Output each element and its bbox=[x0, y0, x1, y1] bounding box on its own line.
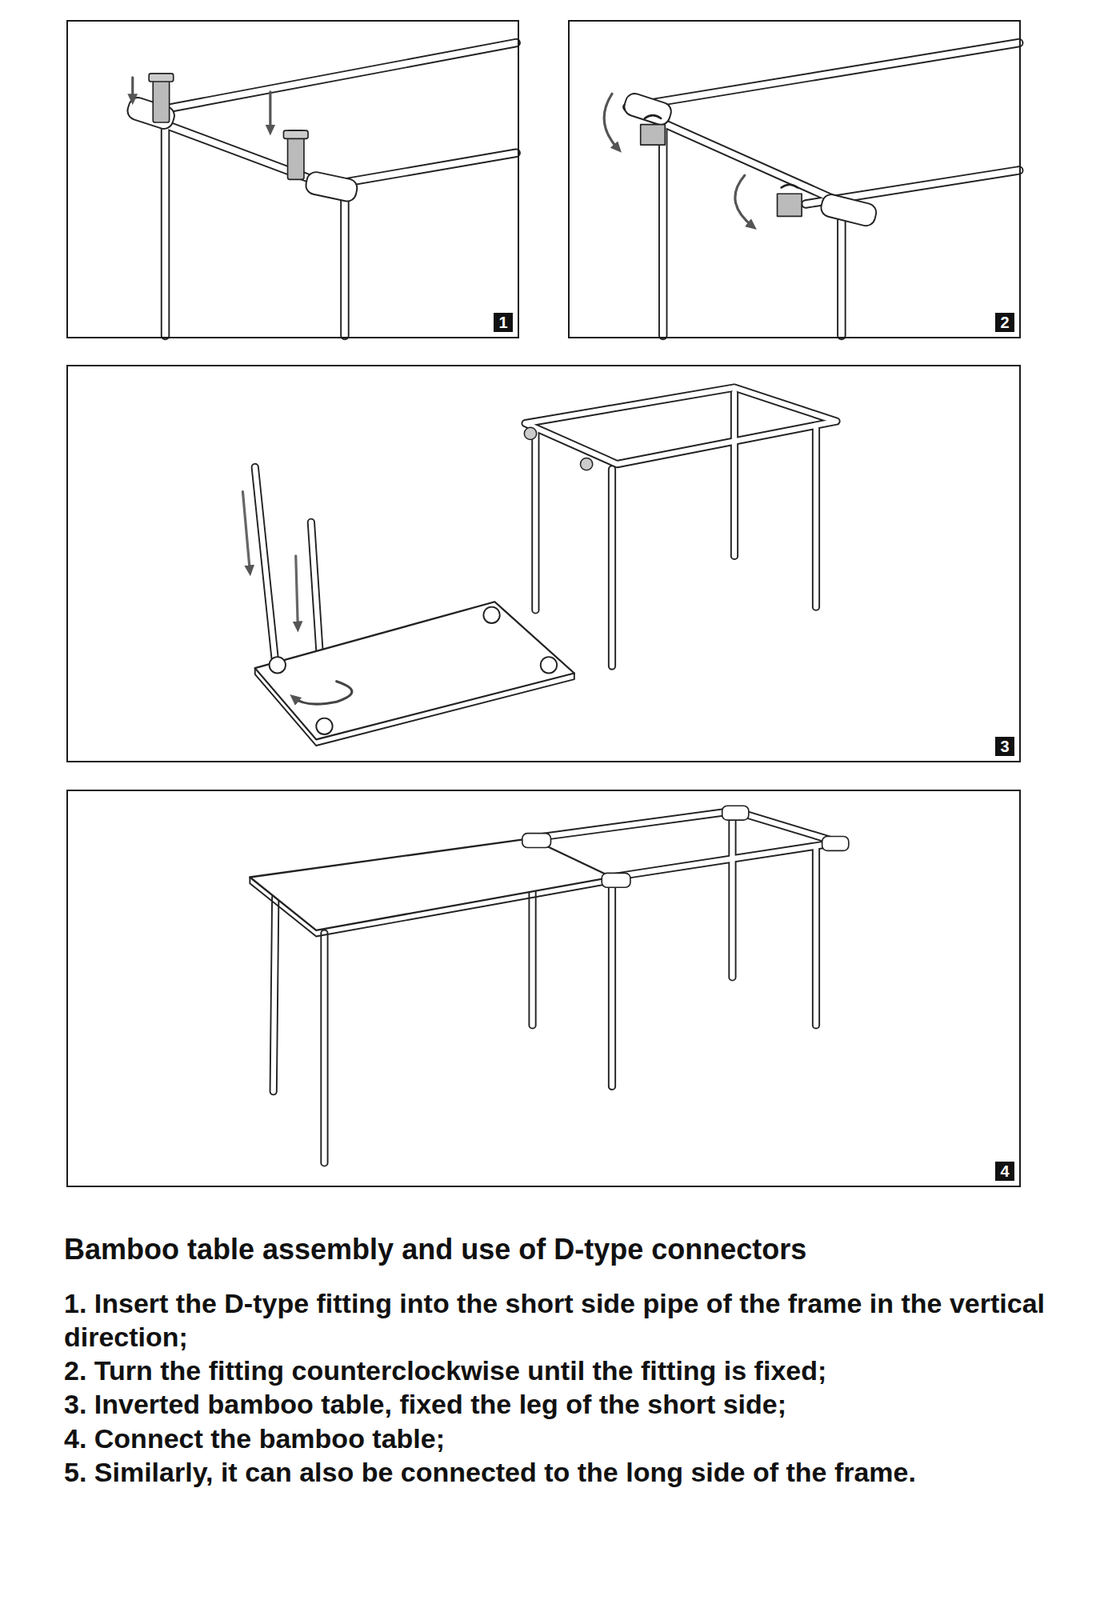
instruction-step: 5. Similarly, it can also be connected t… bbox=[64, 1455, 1104, 1489]
step-panel: 1 bbox=[66, 20, 520, 339]
callout-number: 1 bbox=[493, 312, 513, 332]
instruction-step: 3. Inverted bamboo table, fixed the leg … bbox=[64, 1387, 1104, 1421]
callout-number: 3 bbox=[995, 736, 1015, 756]
instruction-list: 1. Insert the D-type fitting into the sh… bbox=[64, 1286, 1104, 1489]
callout-number: 4 bbox=[995, 1161, 1015, 1181]
step-panel: 4 bbox=[66, 789, 1021, 1188]
instruction-step: 1. Insert the D-type fitting into the sh… bbox=[64, 1286, 1104, 1354]
instruction-step: 2. Turn the fitting counterclockwise unt… bbox=[64, 1353, 1104, 1388]
step-panel: 2 bbox=[568, 20, 1021, 339]
step-panel: 3 bbox=[66, 364, 1021, 763]
callout-number: 2 bbox=[995, 312, 1015, 332]
instruction-step: 4. Connect the bamboo table; bbox=[64, 1421, 1104, 1456]
heading: Bamboo table assembly and use of D-type … bbox=[64, 1232, 807, 1267]
